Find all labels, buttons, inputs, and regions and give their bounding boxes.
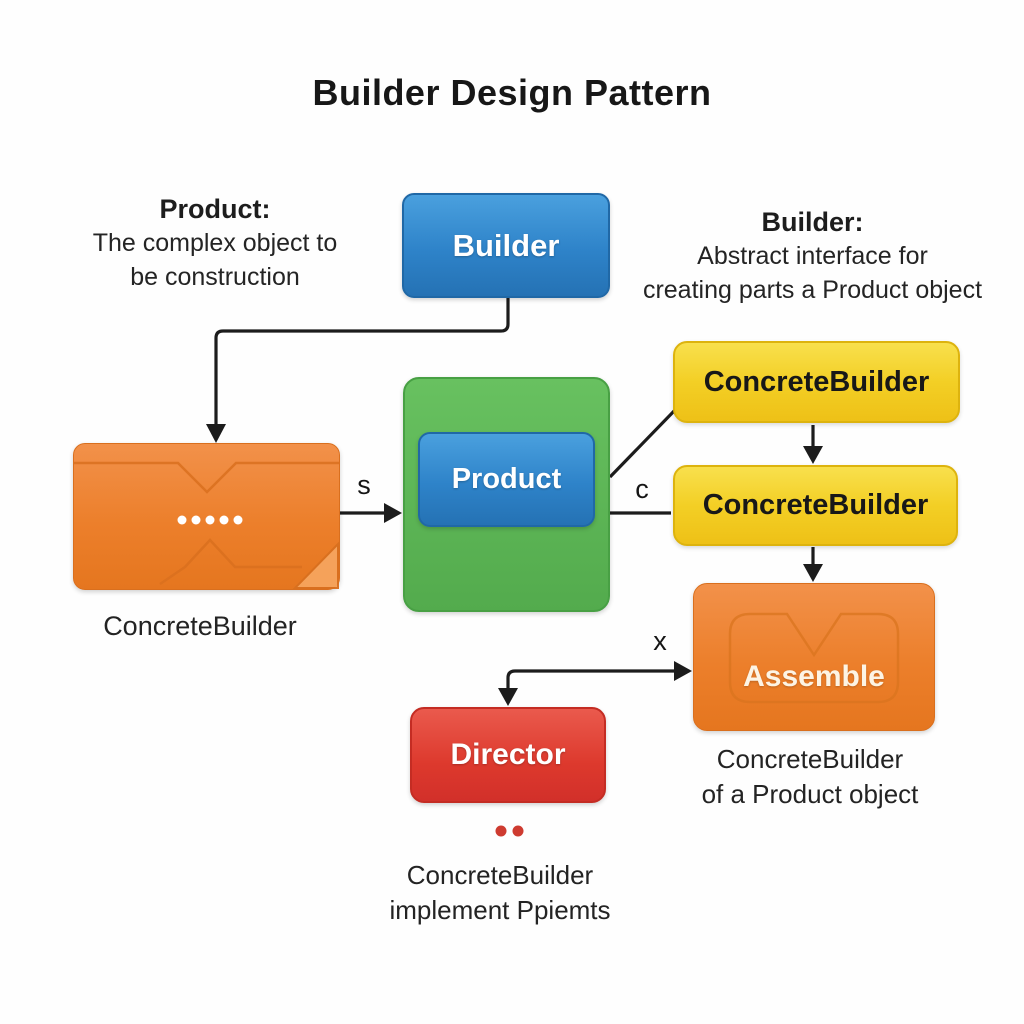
caption-parts-document: ConcreteBuilder — [103, 611, 297, 641]
annotation-builder-line2: creating parts a Product object — [642, 276, 983, 304]
caption-director-line1: ConcreteBuilder — [406, 860, 594, 890]
connector-product-to-cb-top — [608, 407, 678, 479]
node-assemble: Assemble — [693, 583, 935, 731]
arrowhead-down-parts — [206, 424, 226, 443]
node-director-label: Director — [450, 738, 566, 771]
annotation-product-heading: Product: — [159, 194, 271, 224]
annotation-product-line2: be construction — [130, 263, 300, 291]
caption-assemble-line2: of a Product object — [701, 779, 919, 809]
annotation-builder: Builder: Abstract interface for creating… — [605, 205, 1020, 307]
parts-dots — [177, 515, 243, 525]
arrowhead-right-product — [384, 503, 402, 523]
node-concrete-builder-top: ConcreteBuilder — [673, 341, 960, 423]
page-title: Builder Design Pattern — [312, 72, 712, 113]
caption-director-line2: implement Ppiemts — [389, 895, 611, 925]
arrowhead-down-director — [498, 688, 518, 706]
arrowhead-right-assemble — [674, 661, 692, 681]
node-parts-document — [73, 443, 340, 590]
node-concrete-builder-top-label: ConcreteBuilder — [703, 365, 930, 398]
node-concrete-builder-mid-label: ConcreteBuilder — [702, 489, 929, 521]
annotation-product: Product: The complex object to be constr… — [60, 192, 370, 294]
annotation-builder-heading: Builder: — [761, 207, 864, 237]
parts-document-decoration — [74, 461, 339, 589]
connector-label-s: s — [357, 470, 371, 500]
director-dots — [495, 825, 524, 837]
node-assemble-label: Assemble — [743, 660, 885, 693]
annotation-product-line1: The complex object to — [92, 229, 338, 257]
arrowhead-down-cb-mid — [803, 446, 823, 464]
connector-label-c: c — [635, 474, 649, 504]
caption-assemble-line1: ConcreteBuilder — [716, 744, 904, 774]
caption-director: ConcreteBuilder implement Ppiemts — [350, 858, 650, 928]
node-product: Product — [418, 432, 595, 527]
node-builder: Builder — [402, 193, 610, 298]
annotation-builder-line1: Abstract interface for — [697, 242, 928, 270]
connector-label-x: x — [653, 626, 667, 656]
node-builder-label: Builder — [452, 227, 560, 263]
assemble-decoration — [728, 612, 900, 704]
caption-assemble: ConcreteBuilder of a Product object — [660, 742, 960, 812]
node-product-label: Product — [451, 463, 562, 495]
connector-director-assemble — [506, 669, 675, 689]
node-director: Director — [410, 707, 606, 803]
node-concrete-builder-mid: ConcreteBuilder — [673, 465, 958, 546]
arrowhead-down-assemble — [803, 564, 823, 582]
